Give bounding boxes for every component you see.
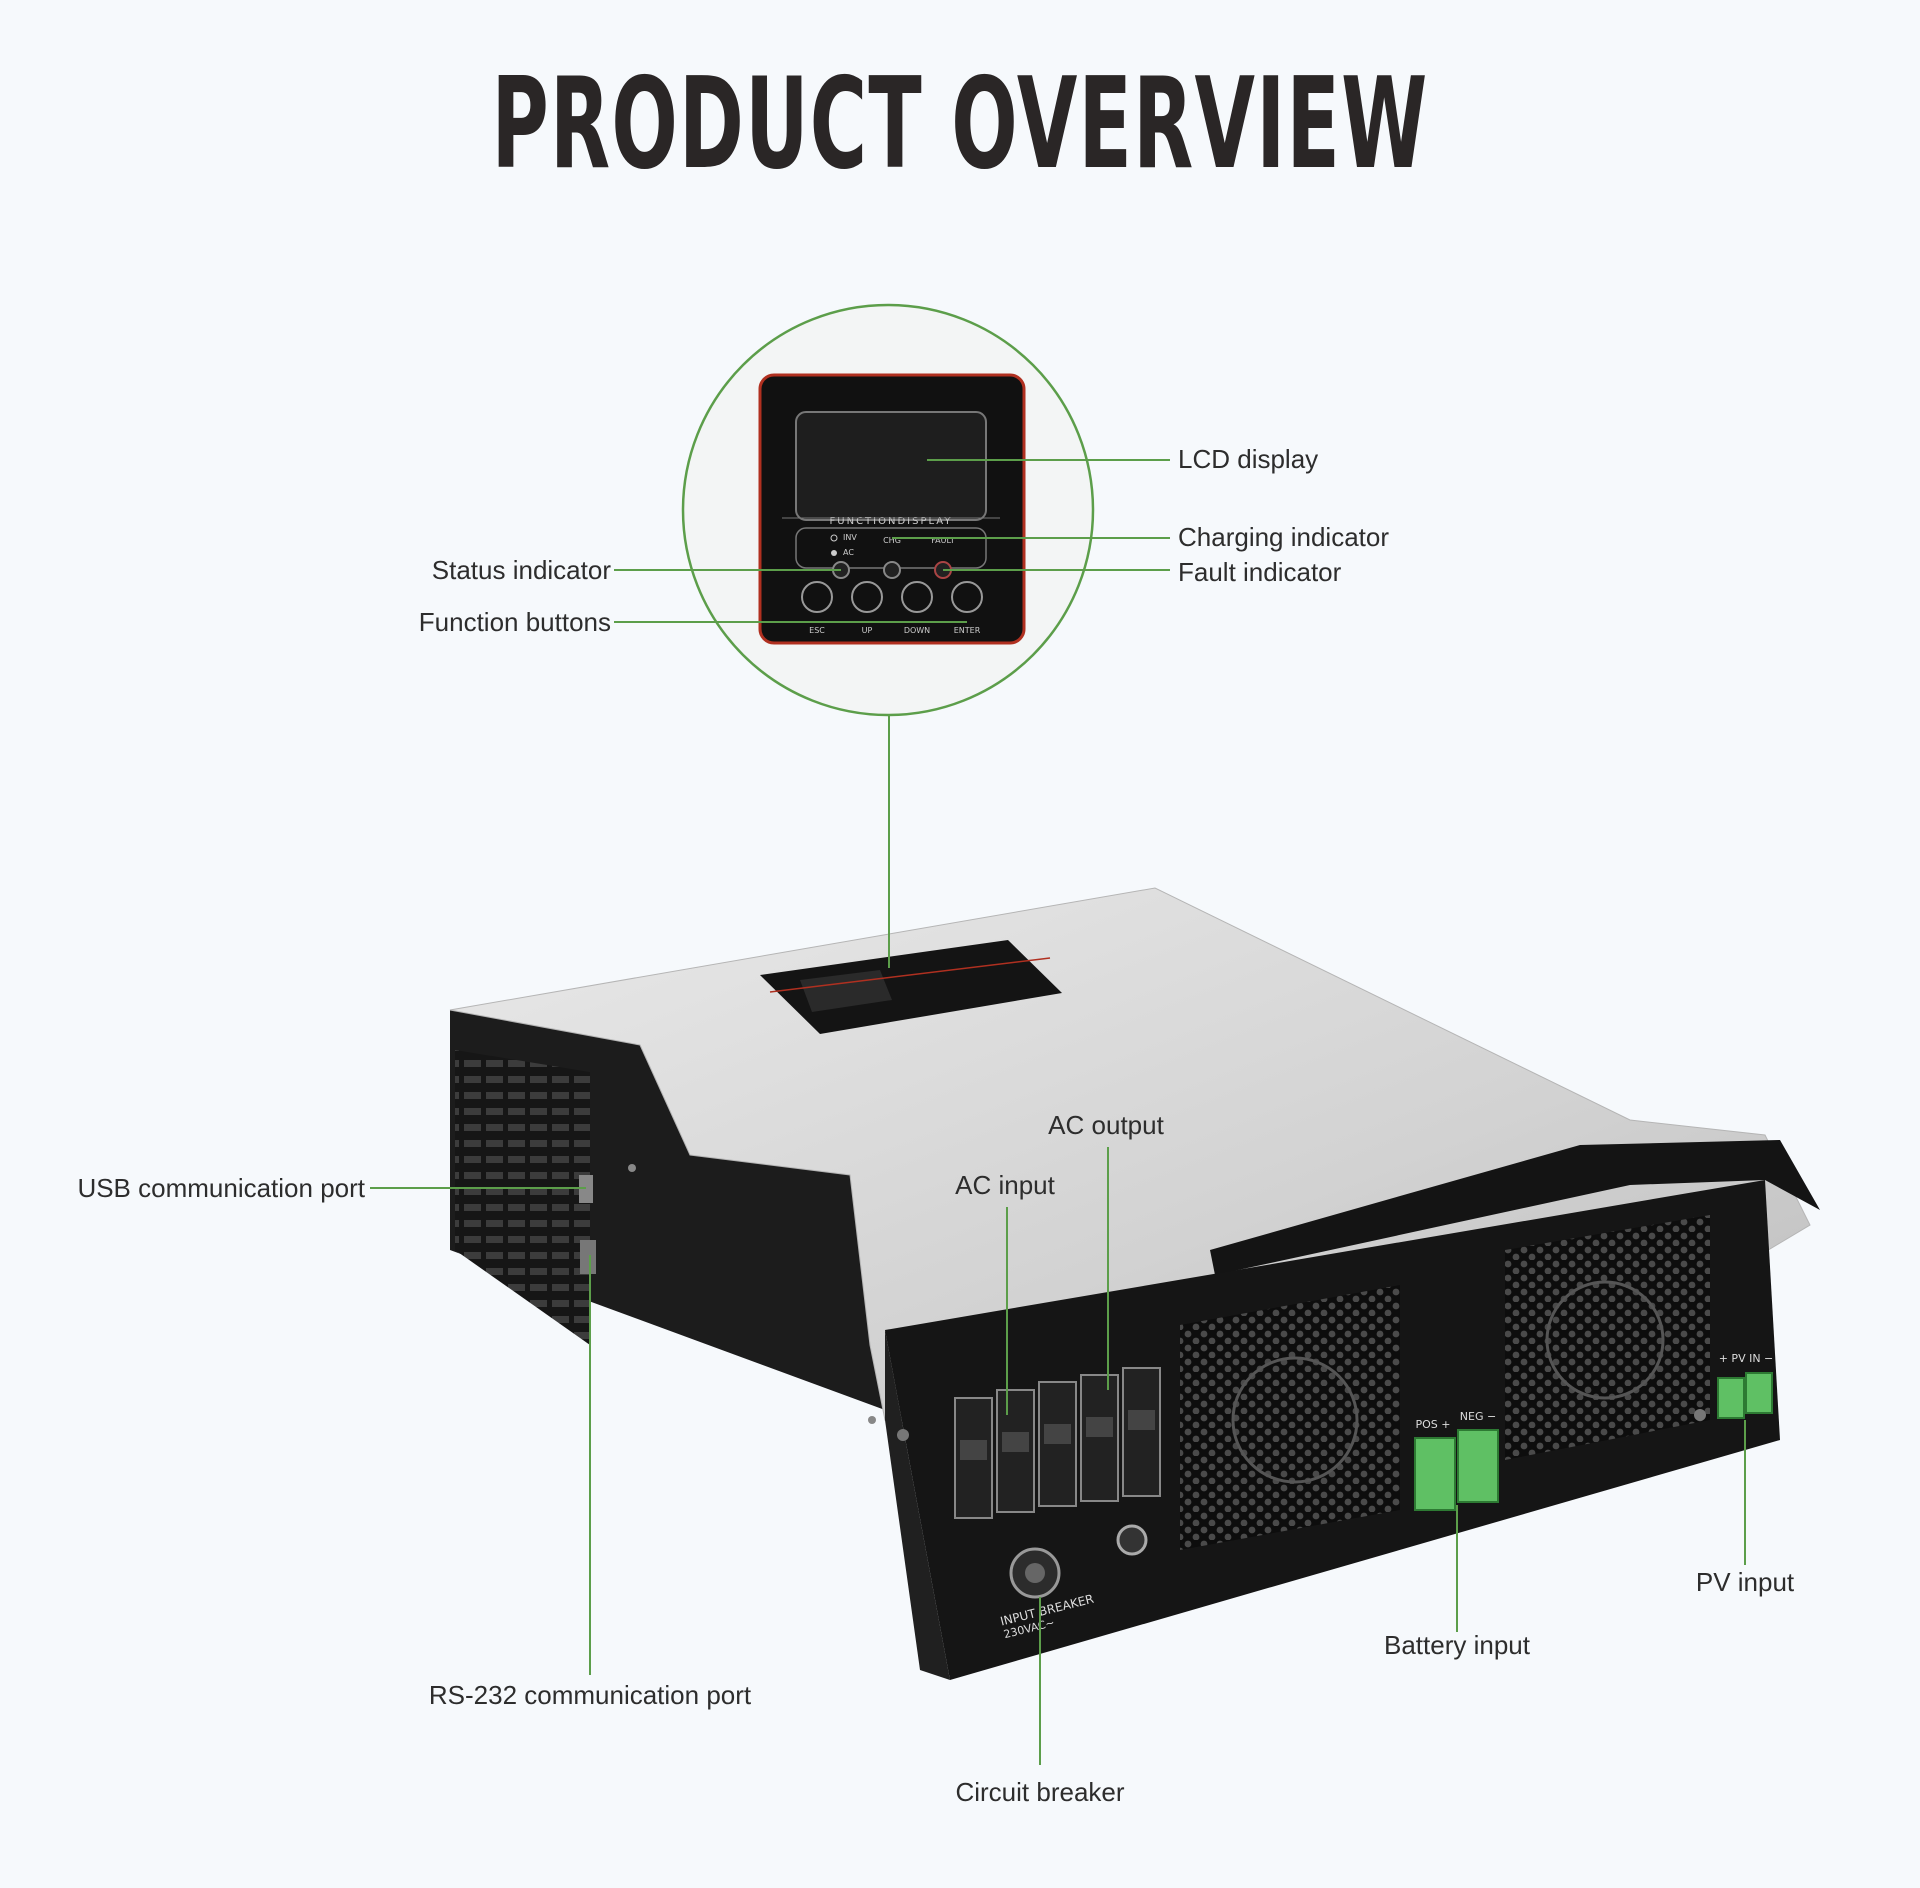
- pv-text: + PV IN −: [1719, 1352, 1774, 1365]
- led-fault-text: FAULT: [931, 536, 955, 545]
- charging-led: [883, 561, 901, 579]
- label-rs232-port: RS-232 communication port: [428, 1680, 752, 1710]
- panel-zoom: FUNCTIONDISPLAY INV AC CHG FAULT ESC UP …: [681, 303, 1095, 717]
- down-button: [901, 581, 933, 613]
- pos-text: POS +: [1416, 1418, 1451, 1431]
- label-pv-input: PV input: [1695, 1567, 1795, 1597]
- lcd-screen: [795, 411, 987, 521]
- fan-grille-right: [1505, 1215, 1710, 1460]
- up-button: [851, 581, 883, 613]
- inverter-body: INPUT BREAKER 230VAC~ POS + NEG − + PV I…: [449, 887, 1820, 1680]
- led-inv-text: INV: [843, 533, 857, 542]
- label-circuit-breaker: Circuit breaker: [955, 1777, 1125, 1807]
- label-status-indicator: Status indicator: [431, 555, 611, 585]
- ac-terminal-block: [954, 1367, 1161, 1519]
- down-text: DOWN: [904, 626, 930, 635]
- pv-terminals: + PV IN −: [1717, 1352, 1774, 1419]
- label-charging-indicator: Charging indicator: [1178, 522, 1390, 552]
- esc-button: [801, 581, 833, 613]
- label-lcd-display: LCD display: [1178, 444, 1319, 474]
- label-ac-output: AC output: [1048, 1110, 1164, 1140]
- ground-screw: [1116, 1524, 1148, 1556]
- neg-text: NEG −: [1460, 1410, 1496, 1423]
- rs232-port-shape: [580, 1240, 596, 1274]
- leader-lines: [370, 459, 1746, 1765]
- enter-text: ENTER: [954, 626, 981, 635]
- label-battery-input: Battery input: [1384, 1630, 1530, 1660]
- panel-caption: FUNCTIONDISPLAY: [830, 516, 953, 527]
- fan-grille-left: [1180, 1285, 1400, 1550]
- label-usb-port: USB communication port: [77, 1173, 365, 1203]
- battery-terminals: POS + NEG −: [1414, 1410, 1499, 1511]
- up-text: UP: [862, 626, 873, 635]
- led-ac-text: AC: [843, 548, 854, 557]
- label-ac-input: AC input: [955, 1170, 1055, 1200]
- esc-text: ESC: [809, 626, 825, 635]
- led-chg-text: CHG: [883, 536, 901, 545]
- label-function-buttons: Function buttons: [418, 607, 611, 637]
- enter-button: [951, 581, 983, 613]
- label-fault-indicator: Fault indicator: [1178, 557, 1342, 587]
- page-title: PRODUCT OVERVIEW: [491, 50, 1429, 197]
